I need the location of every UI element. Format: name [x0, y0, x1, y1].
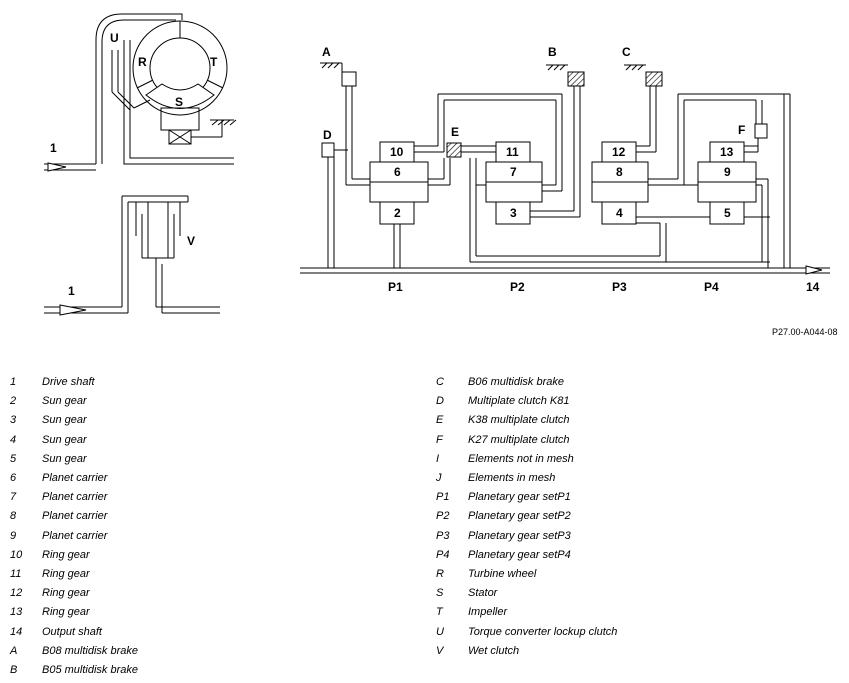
legend-text: Planet carrier	[42, 472, 108, 484]
legend-key: P3	[436, 529, 450, 542]
box-5: 5	[724, 206, 731, 220]
label-P4: P4	[704, 280, 719, 294]
legend-text: Drive shaft	[42, 376, 95, 388]
legend-key: 12	[10, 587, 23, 600]
legend-key: U	[436, 625, 444, 638]
legend-key: 2	[10, 395, 17, 408]
legend-text: Multiplate clutch K81	[468, 395, 570, 408]
box-7: 7	[510, 165, 517, 179]
legend-key: 8	[10, 510, 17, 523]
legend-key: R	[436, 568, 444, 580]
label-P1: P1	[388, 280, 403, 294]
figure-code: P27.00-A044-08	[772, 327, 838, 337]
legend-text: K27 multiplate clutch	[468, 433, 570, 446]
box-8: 8	[616, 165, 623, 179]
legend-text: Sun gear	[42, 433, 87, 446]
label-E: E	[451, 125, 459, 139]
legend-key: B	[10, 664, 18, 676]
legend-text: Stator	[468, 587, 498, 600]
legend-text: Ring gear	[42, 548, 90, 561]
label-output-14: 14	[806, 280, 820, 294]
legend-text: Impeller	[468, 606, 508, 619]
legend-key: E	[436, 414, 444, 427]
box-4: 4	[616, 206, 623, 220]
legend-text: B05 multidisk brake	[42, 664, 138, 676]
legend-key: 11	[10, 568, 22, 580]
label-T: T	[210, 55, 218, 69]
box-11: 11	[506, 145, 519, 159]
legend-text: Planet carrier	[42, 510, 108, 523]
legend-key: 13	[10, 606, 23, 619]
box-6: 6	[394, 165, 401, 179]
box-10: 10	[390, 145, 404, 159]
legend-key: V	[436, 644, 444, 657]
label-B: B	[548, 45, 557, 59]
legend-text: Sun gear	[42, 452, 87, 465]
legend-key: 7	[10, 491, 17, 504]
legend-text: Planet carrier	[42, 491, 108, 504]
label-V: V	[187, 234, 195, 248]
legend-text: Turbine wheel	[468, 568, 537, 580]
legend-key: D	[436, 395, 444, 408]
legend-key: P2	[436, 510, 450, 523]
label-S: S	[175, 95, 183, 109]
legend-key: 6	[10, 472, 17, 484]
legend-key: 9	[10, 529, 17, 542]
label-R: R	[138, 55, 147, 69]
legend-text: Elements in mesh	[468, 472, 556, 484]
legend-key: C	[436, 376, 444, 388]
legend-key: F	[436, 433, 443, 446]
legend-text: Planetary gear setP4	[468, 548, 571, 561]
label-P2: P2	[510, 280, 525, 294]
transmission-schematic: U R T S 1 V 1 A B C D E F 10 6 2 11 7 3 …	[44, 13, 838, 337]
legend-text: Output shaft	[42, 625, 102, 638]
legend-key: I	[436, 452, 440, 465]
box-9: 9	[724, 165, 731, 179]
legend-text: Elements not in mesh	[468, 452, 574, 465]
box-3: 3	[510, 206, 517, 220]
legend-key: J	[436, 472, 442, 484]
legend-key: 5	[10, 452, 17, 465]
legend-text: Wet clutch	[468, 644, 520, 657]
label-P3: P3	[612, 280, 627, 294]
label-A: A	[322, 45, 331, 59]
legend-text: Planetary gear setP3	[468, 529, 571, 542]
legend-text: B08 multidisk brake	[42, 644, 138, 657]
legend-key: 10	[10, 548, 23, 561]
label-U: U	[110, 31, 119, 45]
legend-text: Planet carrier	[42, 529, 108, 542]
legend-text: Torque converter lockup clutch	[468, 625, 618, 638]
legend-text: B06 multidisk brake	[468, 376, 564, 388]
legend-text: K38 multiplate clutch	[468, 414, 570, 427]
label-drive-shaft-1: 1	[50, 141, 57, 155]
legend-key: T	[436, 606, 443, 619]
legend-text: Sun gear	[42, 395, 87, 408]
legend-key: A	[10, 644, 18, 657]
box-13: 13	[720, 145, 734, 159]
legend-key: S	[436, 587, 444, 600]
label-C: C	[622, 45, 631, 59]
legend-text: Ring gear	[42, 568, 90, 580]
legend-key: 1	[10, 376, 17, 388]
torque-converter	[44, 13, 237, 172]
legend-key: 4	[10, 433, 17, 446]
legend-text: Planetary gear setP2	[468, 510, 571, 523]
legend-text: Sun gear	[42, 414, 87, 427]
legend-text: Ring gear	[42, 587, 90, 600]
legend-key: P4	[436, 548, 450, 561]
box-2: 2	[394, 206, 401, 220]
legend-key: 3	[10, 414, 17, 427]
label-F: F	[738, 123, 745, 137]
planetary-gearbox	[300, 62, 830, 275]
legend-key: 14	[10, 625, 23, 638]
legend-text: Planetary gear setP1	[468, 491, 571, 504]
box-12: 12	[612, 145, 626, 159]
label-drive-shaft-1b: 1	[68, 284, 75, 298]
wet-clutch	[44, 195, 220, 316]
legend-text: Ring gear	[42, 606, 90, 619]
legend-key: P1	[436, 491, 450, 504]
label-D: D	[323, 128, 332, 142]
